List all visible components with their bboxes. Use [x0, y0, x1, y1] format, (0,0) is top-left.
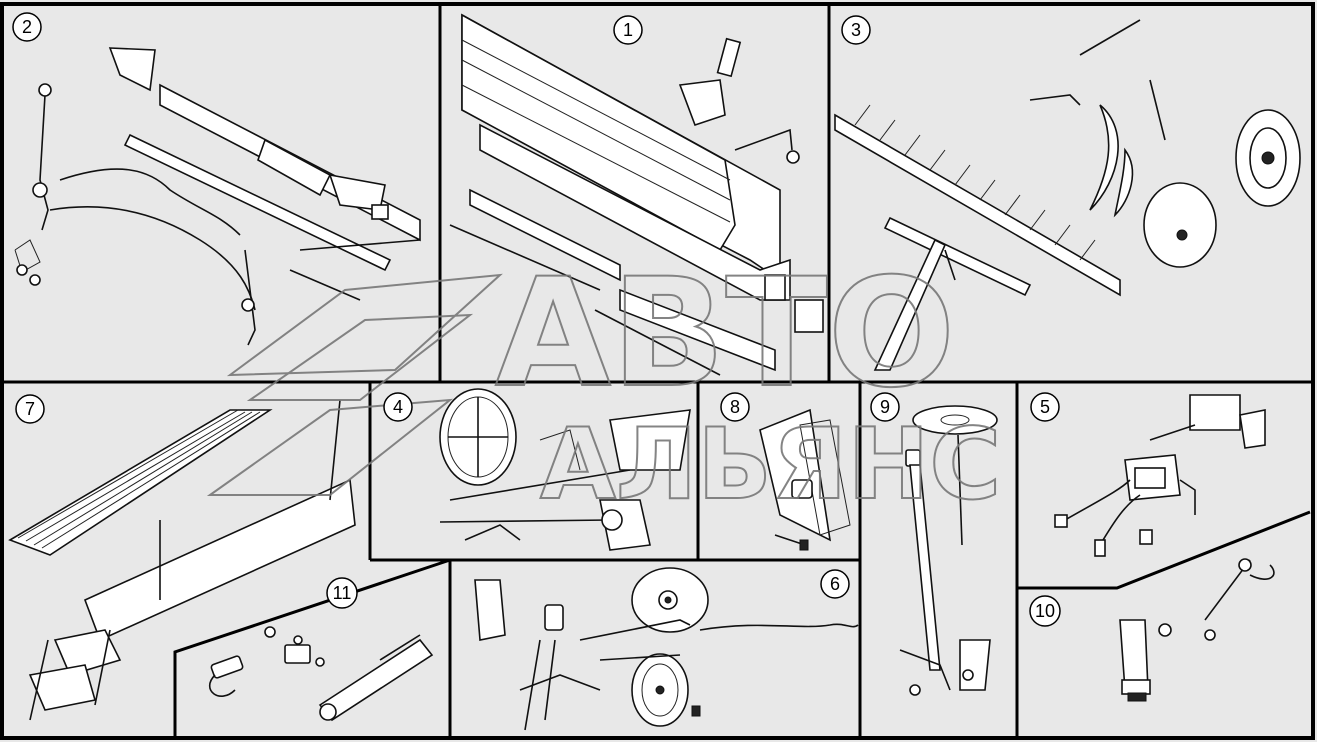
- panel-label-10: 10: [1035, 601, 1055, 621]
- watermark-line2: АЛЬЯНС: [540, 408, 1001, 522]
- panel-badge-8: 8: [720, 392, 750, 422]
- panel-badge-2: 2: [12, 12, 42, 42]
- panel-label-2: 2: [22, 17, 32, 37]
- panel-label-9: 9: [880, 397, 890, 417]
- cover-plate-assembly: [759, 408, 851, 551]
- panel-label-6: 6: [830, 574, 840, 594]
- platform-ladder-assembly: [8, 399, 356, 721]
- hydraulic-block-assembly: [1054, 394, 1266, 557]
- panel-badge-6: 6: [820, 569, 850, 599]
- panel-badge-1: 1: [613, 15, 643, 45]
- panel-label-11: 11: [333, 583, 352, 603]
- hydraulic-cylinder-assembly: [208, 626, 434, 722]
- watermark-line1: АВТО: [495, 247, 955, 421]
- panel-badge-3: 3: [841, 15, 871, 45]
- panel-badge-4: 4: [383, 392, 413, 422]
- panel-badge-10: 10: [1029, 595, 1061, 627]
- panel-label-8: 8: [730, 397, 740, 417]
- panel-label-3: 3: [851, 20, 861, 40]
- coulter-beam-assembly: [834, 19, 1301, 371]
- frame-assembly: [14, 47, 421, 346]
- marker-arm-assembly: [899, 405, 998, 696]
- panel-label-4: 4: [393, 397, 403, 417]
- furrow-opener-assembly: [474, 567, 859, 731]
- panel-label-1: 1: [623, 20, 633, 40]
- panel-badge-5: 5: [1030, 392, 1060, 422]
- panel-badge-7: 7: [15, 394, 45, 424]
- panel-label-5: 5: [1040, 397, 1050, 417]
- watermark: АВТО АЛЬЯНС: [206, 246, 1002, 523]
- panel-badge-9: 9: [870, 392, 900, 422]
- panel-label-7: 7: [25, 399, 35, 419]
- panel-divider: [1017, 510, 1311, 590]
- panel-badge-11: 11: [326, 577, 358, 609]
- link-arm-assembly: [1119, 558, 1275, 702]
- panel-divider: [173, 558, 451, 738]
- hopper-assembly: [449, 13, 824, 376]
- drive-wheel-assembly: [439, 388, 691, 551]
